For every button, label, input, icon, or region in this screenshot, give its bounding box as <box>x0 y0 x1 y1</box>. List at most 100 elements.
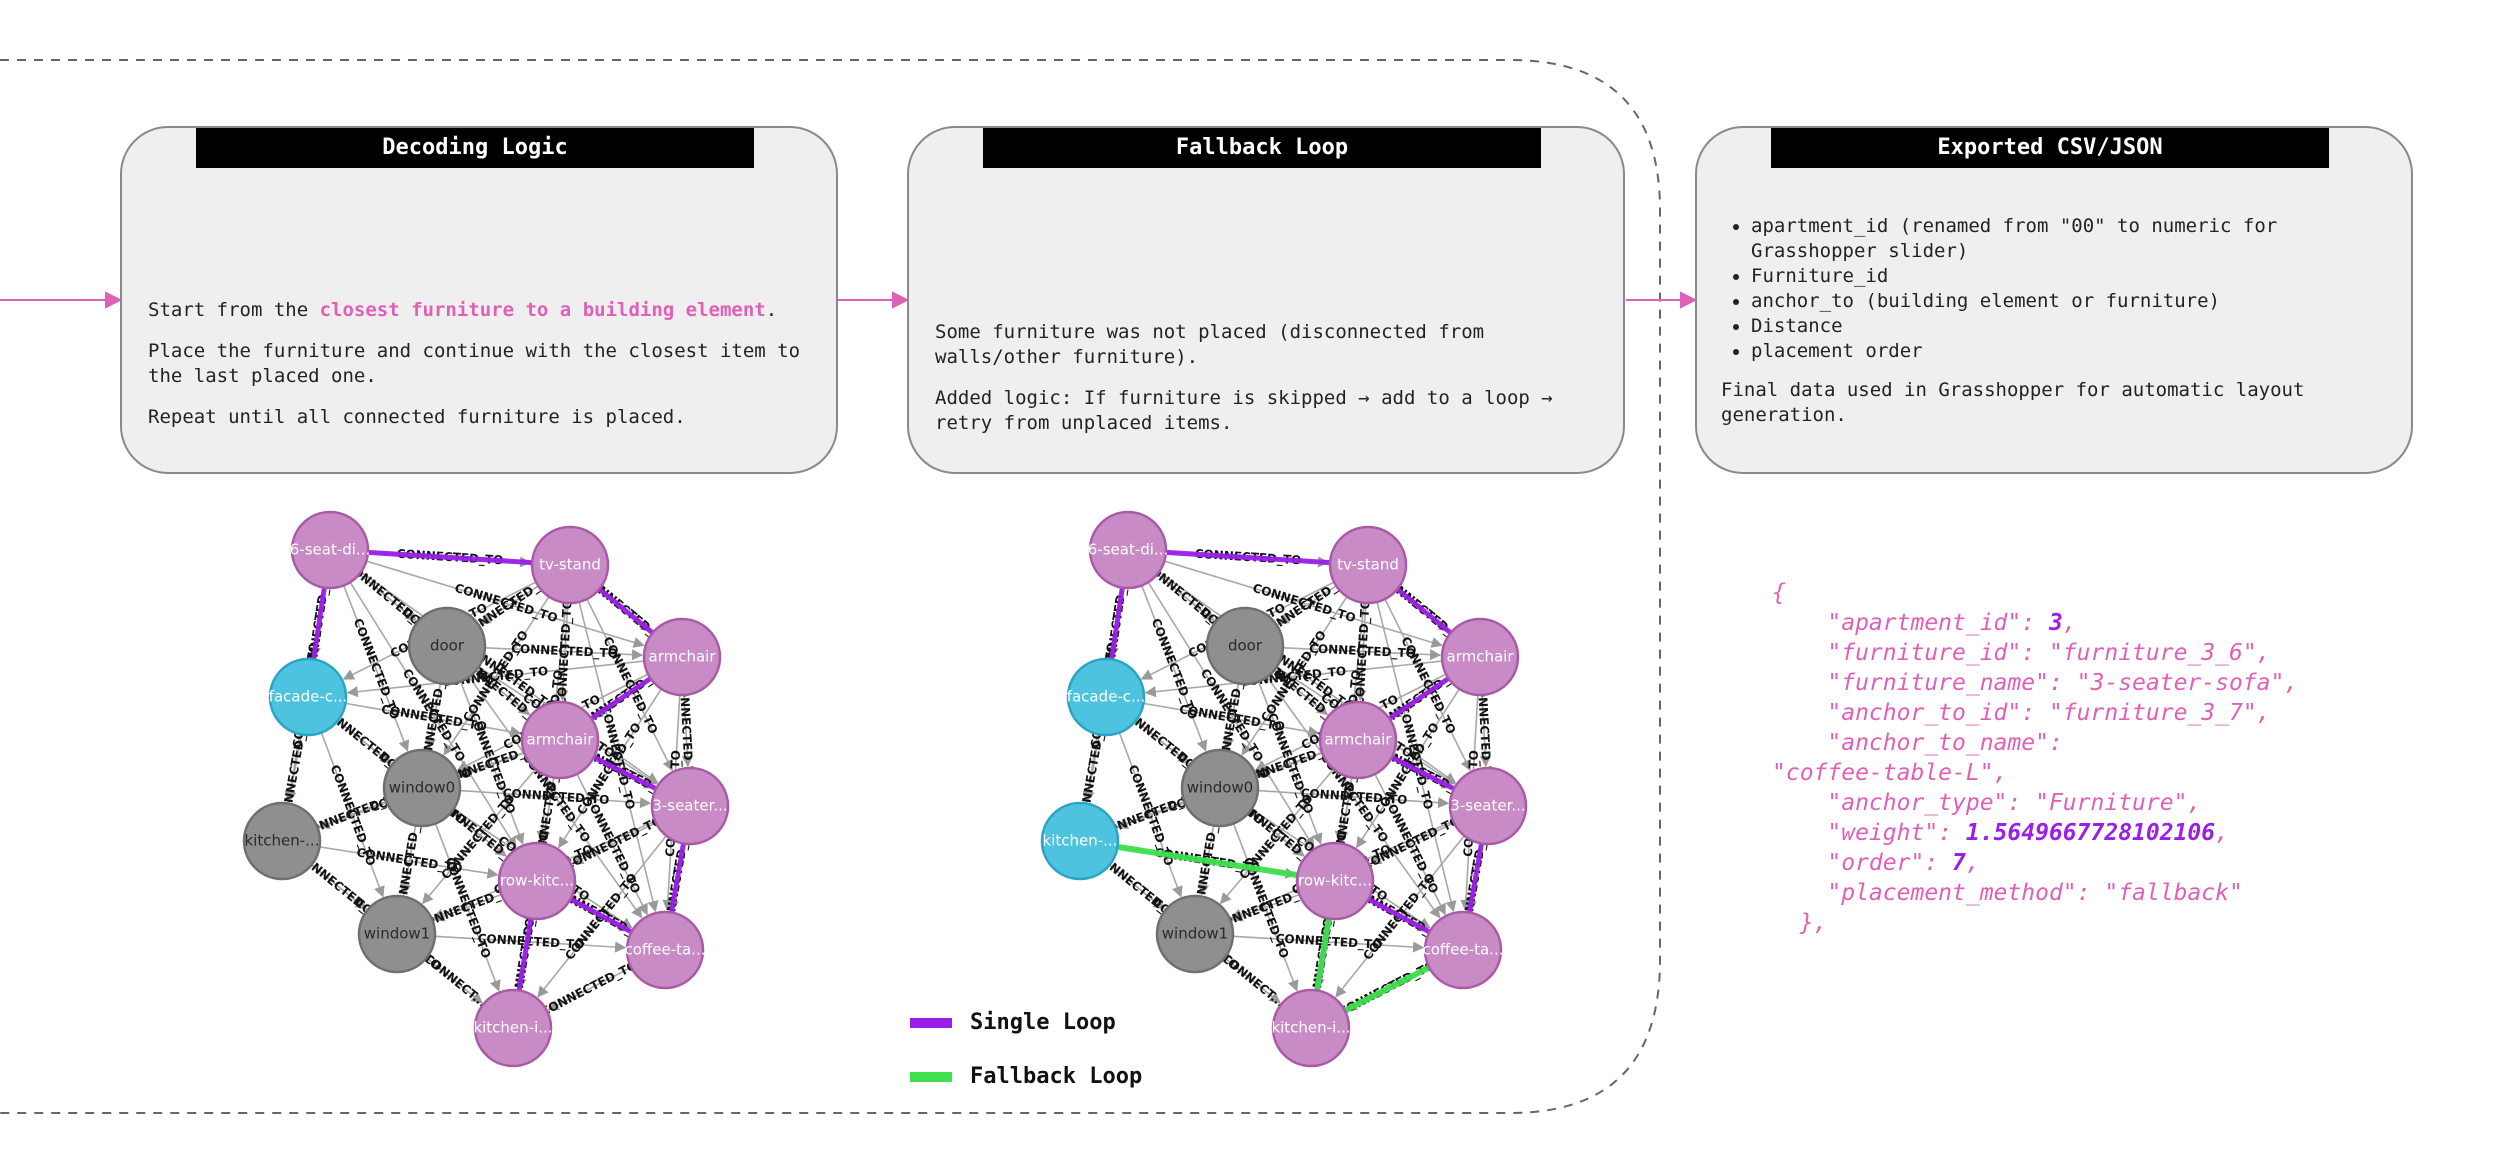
json-value: "furniture_3_6" <box>2048 640 2257 666</box>
flow-arrow-in <box>0 291 123 309</box>
graph-node: row-kitc... <box>1295 841 1375 921</box>
graph-node: kitchen-i... <box>1271 988 1351 1068</box>
json-line: "furniture_id": "furniture_3_6", <box>1772 638 2298 668</box>
graph-edge <box>451 811 507 857</box>
json-punct: , <box>2256 640 2271 666</box>
graph-node: armchair <box>520 700 600 780</box>
json-value: "Furniture" <box>2035 790 2188 816</box>
graph-edge <box>443 596 550 756</box>
graph-edge <box>422 768 537 905</box>
graph-node-circle <box>1295 841 1375 921</box>
graph-node-label: coffee-ta... <box>1422 941 1503 959</box>
graph-node-label: window0 <box>389 779 455 797</box>
graph-edge <box>1164 560 1443 648</box>
card-body: apartment_id (renamed from "00" to numer… <box>1721 214 2381 428</box>
json-line: "anchor_type": "Furniture", <box>1772 788 2298 818</box>
json-line: "order": 7, <box>1772 848 2298 878</box>
graph-node: door <box>407 606 487 686</box>
card-title: Fallback Loop <box>983 128 1541 168</box>
card-body: Start from the closest furniture to a bu… <box>148 298 810 446</box>
graph-edge <box>484 646 644 661</box>
graph-node-circle <box>407 606 487 686</box>
graph-node-label: armchair <box>1325 731 1393 749</box>
graph-edge <box>1223 683 1240 750</box>
graph-edge <box>1140 585 1208 752</box>
json-value: 1.5649667728102106 <box>1965 820 2216 846</box>
json-key: "anchor_to_id": <box>1827 700 2049 726</box>
card-title: Exported CSV/JSON <box>1771 128 2329 168</box>
card-fallback-loop: Fallback Loop Some furniture was not pla… <box>907 126 1625 474</box>
graph-node-label: armchair <box>527 731 595 749</box>
graph-node-circle <box>1155 894 1235 974</box>
graph-edge <box>1158 571 1457 784</box>
graph-edge <box>342 585 410 752</box>
graph-edge <box>1231 893 1300 922</box>
legend-label: Single Loop <box>970 1010 1116 1035</box>
graph-nodes: 6-seat-di...tv-standdoorarmchairfacade-c… <box>242 510 730 1068</box>
card-paragraph: Start from the closest furniture to a bu… <box>148 299 778 321</box>
graph-node-label: window1 <box>1162 925 1228 943</box>
graph-edge <box>1083 734 1101 803</box>
graph-node: window0 <box>382 748 462 828</box>
graph-edge <box>1282 646 1442 661</box>
json-line: "anchor_to_name": <box>1772 728 2298 758</box>
graph-edge <box>285 734 303 803</box>
graph-edge <box>346 660 645 698</box>
graph-node-circle <box>1328 525 1408 605</box>
flow-arrow-1 <box>838 291 910 309</box>
graph-node: window0 <box>1180 748 1260 828</box>
card-exported-csv-json: Exported CSV/JSON apartment_id (renamed … <box>1695 126 2413 474</box>
graph-edge <box>459 789 652 809</box>
graph-node-circle <box>1271 988 1351 1068</box>
graph-node-circle <box>473 988 553 1068</box>
flow-arrow-2 <box>1626 291 1698 309</box>
graph-node: kitchen-i... <box>473 988 553 1068</box>
card-paragraph: Final data used in Grasshopper for autom… <box>1721 379 2305 426</box>
graph-node: armchair <box>1318 700 1398 780</box>
graph-edge <box>1257 681 1323 845</box>
graph-node: 3-seater... <box>1448 766 1528 846</box>
legend-swatch <box>910 1071 952 1082</box>
graph-node-circle <box>1423 910 1503 990</box>
graph-edge <box>1147 581 1315 849</box>
graph-node-label: window1 <box>364 925 430 943</box>
graph-node-circle <box>625 910 705 990</box>
graph-edge <box>586 598 673 772</box>
graph-edge <box>1369 822 1455 865</box>
card-paragraph: Added logic: If furniture is skipped → a… <box>935 387 1553 434</box>
graph-edge-label: CONNECTED_TO <box>511 641 618 661</box>
graph-nodes: 6-seat-di...tv-standdoorarmchairfacade-c… <box>1040 510 1528 1068</box>
json-punct: , <box>2284 670 2299 696</box>
json-line: "furniture_name": "3-seater-sofa", <box>1772 668 2298 698</box>
graph-edge <box>426 957 483 1004</box>
graph-node-circle <box>642 617 722 697</box>
legend-label: Fallback Loop <box>970 1064 1143 1089</box>
graph-edge-label: CONNECTED_TO <box>1309 641 1416 661</box>
graph-node: window1 <box>1155 894 1235 974</box>
json-key: "order": <box>1827 850 1953 876</box>
graph-edge <box>1249 811 1305 857</box>
graph-edge <box>360 571 659 784</box>
graph-edge <box>366 560 645 648</box>
json-value: "3-seater-sofa" <box>2076 670 2285 696</box>
json-key: "anchor_to_name": <box>1827 730 2077 756</box>
json-punct: , <box>2062 610 2077 636</box>
json-key: "furniture_name": <box>1827 670 2077 696</box>
graph-node: tv-stand <box>1328 525 1408 605</box>
graph-node-circle <box>1040 801 1120 881</box>
legend-swatch <box>910 1017 952 1028</box>
graph-node-label: door <box>430 637 465 655</box>
graph-node: facade-c... <box>269 657 347 737</box>
graph-node: window1 <box>357 894 437 974</box>
json-key: "anchor_type": <box>1827 790 2036 816</box>
graph-node-circle <box>650 766 730 846</box>
graph-node-label: kitchen-i... <box>1271 1019 1350 1037</box>
graph-node: armchair <box>642 617 722 697</box>
graph-node-circle <box>382 748 462 828</box>
graph-node-circle <box>1318 700 1398 780</box>
json-punct: , <box>2187 790 2202 816</box>
legend-fallback-loop: Fallback Loop <box>910 1064 1142 1089</box>
graph-node-circle <box>1448 766 1528 846</box>
